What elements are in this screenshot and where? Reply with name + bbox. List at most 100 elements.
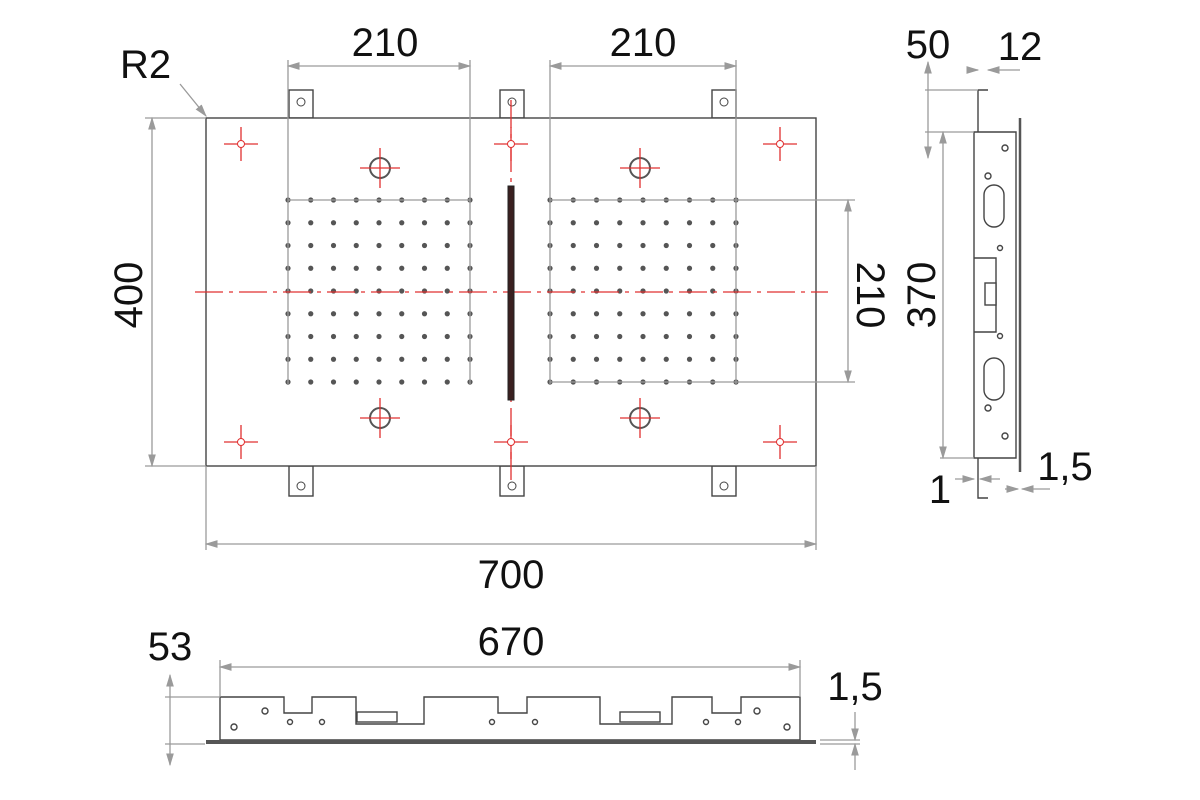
nozzle-dot <box>640 242 646 249</box>
nozzle-dot <box>308 333 314 340</box>
tab-hole <box>507 97 517 107</box>
nozzle-dot <box>444 288 450 294</box>
nozzle-dot <box>663 356 669 362</box>
nozzle-dot <box>353 311 359 317</box>
nozzle-dot <box>421 333 428 340</box>
nozzle-dot <box>570 333 576 340</box>
nozzle-dot <box>640 288 646 294</box>
nozzle-dot <box>640 356 646 362</box>
nozzle-dot <box>421 311 428 317</box>
nozzle-dot <box>444 220 450 226</box>
nozzle-dot <box>399 288 405 294</box>
nozzle-dot <box>617 242 623 249</box>
nozzle-dot <box>710 311 716 317</box>
crosshair-mark <box>360 398 400 438</box>
nozzle-dot <box>570 356 576 362</box>
side-view: 50 12 370 1 1,5 <box>900 23 1093 512</box>
grid-right-width-label: 210 <box>610 21 677 65</box>
nozzle-dot <box>710 333 716 340</box>
bottom-view: 53 670 1,5 <box>148 620 883 770</box>
nozzle-dot <box>444 333 450 340</box>
nozzle-dot <box>710 265 716 271</box>
bottom-cover-thickness-label: 1,5 <box>827 665 883 709</box>
nozzle-dot <box>376 333 382 340</box>
width-label: 700 <box>478 553 545 597</box>
nozzle-dot <box>663 288 669 294</box>
side-height-label: 370 <box>900 262 944 329</box>
nozzle-dot <box>308 242 314 249</box>
nozzle-dot <box>308 311 314 317</box>
nozzle-dot <box>353 265 359 271</box>
nozzle-dot <box>399 379 405 385</box>
nozzle-dot <box>308 379 314 385</box>
crosshair-mark <box>620 148 660 188</box>
nozzle-dot <box>686 265 693 271</box>
nozzle-dot <box>444 379 450 385</box>
fixing-hole <box>237 140 245 148</box>
nozzle-dot <box>330 356 337 362</box>
nozzle-dot <box>640 220 646 226</box>
nozzle-dot <box>330 242 337 249</box>
bottom-height-label: 53 <box>148 625 193 669</box>
nozzle-dot <box>617 333 623 340</box>
nozzle-dot <box>686 356 693 362</box>
nozzle-dot <box>421 379 428 385</box>
nozzle-dot <box>330 333 337 340</box>
nozzle-dot <box>640 333 646 340</box>
mounting-tab <box>288 465 314 497</box>
nozzle-dot <box>444 242 450 249</box>
nozzle-dot <box>710 288 716 294</box>
nozzle-dot <box>663 311 669 317</box>
nozzle-dot <box>376 242 382 249</box>
nozzle-dot <box>399 333 405 340</box>
nozzle-dot <box>663 265 669 271</box>
grid-height-label: 210 <box>848 262 892 329</box>
plate-thickness-label: 1 <box>929 468 951 512</box>
nozzle-dot <box>421 265 428 271</box>
nozzle-dot <box>421 220 428 226</box>
nozzle-dot <box>617 288 623 294</box>
nozzle-dot <box>308 288 314 294</box>
nozzle-dot <box>353 288 359 294</box>
front-view: R2 210 210 400 210 700 <box>107 21 892 597</box>
fixing-hole <box>776 438 784 446</box>
nozzle-dot <box>444 265 450 271</box>
nozzle-dot <box>686 333 693 340</box>
fixing-holes <box>224 127 797 459</box>
nozzle-dot <box>570 265 576 271</box>
nozzle-dot <box>686 220 693 226</box>
nozzle-dot <box>663 333 669 340</box>
led-strip <box>507 185 515 401</box>
nozzle-dot <box>376 356 382 362</box>
nozzle-dot <box>376 220 382 226</box>
fixing-hole <box>776 140 784 148</box>
nozzle-dot <box>330 220 337 226</box>
nozzle-dot <box>421 288 428 294</box>
nozzle-dot <box>710 220 716 226</box>
nozzle-dot <box>330 311 337 317</box>
nozzle-dot <box>593 311 600 317</box>
fixing-hole <box>237 438 245 446</box>
nozzle-dot <box>593 356 600 362</box>
nozzle-dot <box>444 356 450 362</box>
nozzle-dot <box>308 220 314 226</box>
depth-label: 50 <box>906 23 951 67</box>
nozzle-dot <box>640 265 646 271</box>
nozzle-dot <box>330 379 337 385</box>
nozzle-dot <box>686 311 693 317</box>
fixing-hole <box>507 140 515 148</box>
nozzle-dot <box>399 311 405 317</box>
nozzle-dot <box>330 288 337 294</box>
nozzle-dot <box>444 311 450 317</box>
nozzle-dot <box>663 220 669 226</box>
nozzle-dot <box>710 356 716 362</box>
nozzle-dot <box>376 379 382 385</box>
crosshair-mark <box>360 148 400 188</box>
nozzle-dot <box>330 265 337 271</box>
nozzle-dot <box>570 311 576 317</box>
nozzle-dot <box>593 242 600 249</box>
bottom-length-label: 670 <box>478 620 545 664</box>
nozzle-dot <box>353 356 359 362</box>
